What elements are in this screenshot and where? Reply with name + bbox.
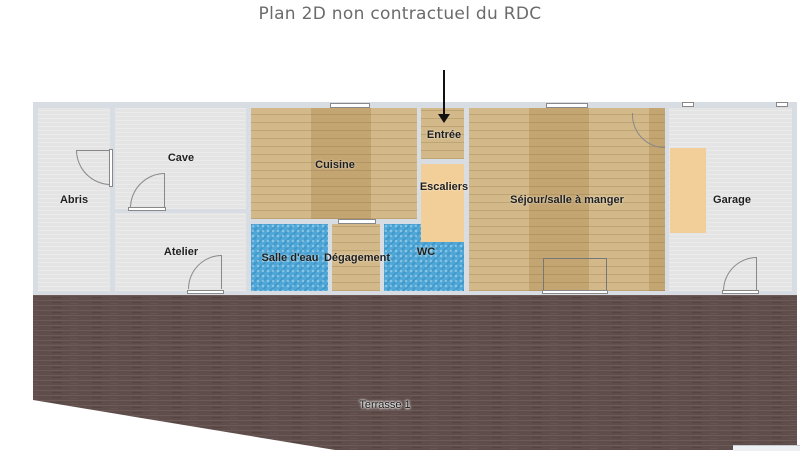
door-abris-cave-sill bbox=[109, 149, 113, 187]
door-cuisine-degagement bbox=[338, 219, 376, 224]
window-cuisine bbox=[330, 103, 370, 108]
room-salle-deau bbox=[251, 224, 328, 291]
garage-stairs bbox=[670, 148, 706, 233]
window-sejour bbox=[546, 103, 588, 108]
window-garage-1 bbox=[682, 102, 694, 107]
room-cuisine bbox=[251, 108, 417, 219]
window-garage-2 bbox=[776, 102, 788, 107]
room-label-salle-deau: Salle d'eau bbox=[261, 252, 319, 264]
room-label-cuisine: Cuisine bbox=[315, 159, 355, 171]
entrance-arrow-icon bbox=[438, 114, 450, 123]
stairs-extension bbox=[421, 224, 464, 242]
room-abris bbox=[38, 108, 110, 291]
corner-box bbox=[733, 445, 800, 451]
room-atelier bbox=[115, 213, 246, 291]
room-label-sejour: Séjour/salle à manger bbox=[510, 194, 624, 206]
room-label-degagement: Dégagement bbox=[323, 252, 391, 264]
entrance-arrow-line bbox=[443, 70, 445, 115]
plan-title: Plan 2D non contractuel du RDC bbox=[258, 4, 542, 24]
door-atelier-sill bbox=[187, 290, 224, 294]
door-sejour-terrace bbox=[543, 258, 607, 292]
room-degagement bbox=[332, 224, 380, 291]
door-sejour-terrace-sill bbox=[542, 290, 608, 294]
door-garage-sill bbox=[722, 290, 759, 294]
room-label-terrasse: Terrasse 1 bbox=[359, 399, 411, 411]
room-label-abris: Abris bbox=[59, 194, 89, 206]
door-cave-sill bbox=[128, 207, 166, 211]
room-label-wc: WC bbox=[416, 246, 436, 258]
room-label-cave: Cave bbox=[167, 152, 195, 164]
room-label-garage: Garage bbox=[713, 194, 751, 206]
room-label-entree: Entrée bbox=[426, 129, 462, 141]
room-label-escaliers: Escaliers bbox=[419, 181, 469, 193]
room-sejour bbox=[469, 108, 665, 291]
room-label-atelier: Atelier bbox=[163, 246, 199, 258]
